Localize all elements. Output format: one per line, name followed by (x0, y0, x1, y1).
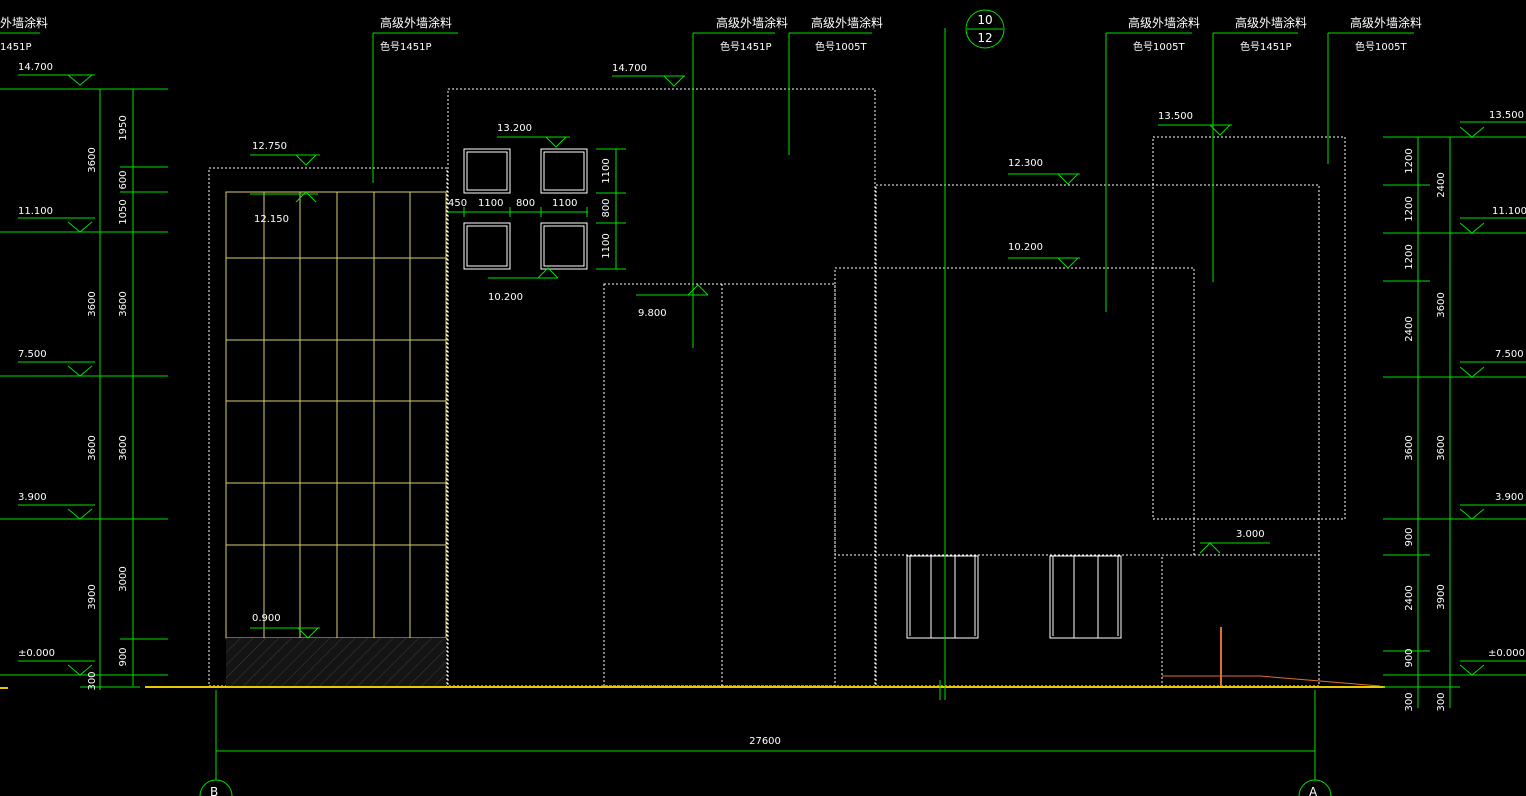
lower-windows (906, 555, 1122, 639)
svg-text:色号1451P: 色号1451P (720, 40, 771, 53)
svg-text:色号1451P: 色号1451P (380, 40, 431, 53)
svg-text:600: 600 (118, 170, 129, 189)
svg-text:±0.000: ±0.000 (18, 648, 55, 659)
note-1: 高级外墙涂料 色号1451P (372, 15, 458, 183)
central-block (447, 88, 876, 687)
note-3: 高级外墙涂料 色号1005T (788, 15, 883, 155)
axis-bubble-top: 10 (977, 13, 992, 27)
note-4: 高级外墙涂料 色号1005T (1105, 15, 1200, 312)
right-base (1161, 554, 1320, 687)
svg-text:高级外墙涂料: 高级外墙涂料 (1128, 15, 1200, 30)
svg-text:1451P: 1451P (0, 42, 31, 53)
svg-text:3000: 3000 (118, 566, 129, 591)
svg-text:B: B (210, 785, 218, 796)
svg-text:3.900: 3.900 (18, 492, 47, 503)
svg-text:800: 800 (516, 198, 535, 209)
svg-text:13.500: 13.500 (1158, 111, 1193, 122)
note-5: 高级外墙涂料 色号1451P (1212, 15, 1307, 282)
svg-text:3600: 3600 (118, 291, 129, 316)
svg-text:3900: 3900 (87, 584, 98, 609)
svg-text:色号1005T: 色号1005T (1133, 40, 1185, 53)
building-levels: 12.750 12.150 14.700 13.200 10.200 9.800… (250, 63, 1270, 639)
svg-text:1200: 1200 (1404, 148, 1415, 173)
svg-text:7.500: 7.500 (1495, 349, 1524, 360)
svg-text:10.200: 10.200 (1008, 242, 1043, 253)
svg-text:2400: 2400 (1404, 316, 1415, 341)
svg-text:2400: 2400 (1436, 172, 1447, 197)
svg-text:12.750: 12.750 (252, 141, 287, 152)
svg-text:3.000: 3.000 (1236, 529, 1265, 540)
svg-text:900: 900 (118, 647, 129, 666)
svg-text:300: 300 (87, 671, 98, 690)
front-hatched-wall (603, 283, 836, 687)
svg-text:1100: 1100 (552, 198, 577, 209)
svg-text:7.500: 7.500 (18, 349, 47, 360)
svg-text:1950: 1950 (118, 115, 129, 140)
svg-text:3900: 3900 (1436, 584, 1447, 609)
curtain-wall (225, 191, 447, 639)
svg-text:1100: 1100 (601, 233, 612, 258)
svg-text:13.500: 13.500 (1489, 110, 1524, 121)
svg-text:1100: 1100 (478, 198, 503, 209)
svg-text:3600: 3600 (1436, 292, 1447, 317)
svg-text:9.800: 9.800 (638, 308, 667, 319)
svg-text:3600: 3600 (1404, 435, 1415, 460)
left-dimensions: 14.700 11.100 7.500 3.900 ±0.000 3600 36… (0, 62, 168, 691)
svg-text:900: 900 (1404, 527, 1415, 546)
svg-text:13.200: 13.200 (497, 123, 532, 134)
svg-text:27600: 27600 (749, 736, 781, 747)
note-top-left: 外墙涂料 1451P (0, 15, 48, 53)
svg-text:高级外墙涂料: 高级外墙涂料 (1350, 15, 1422, 30)
square-windows (463, 148, 588, 270)
right-dimensions: 13.500 11.100 7.500 3.900 ±0.000 1200 12… (1383, 110, 1526, 712)
svg-text:±0.000: ±0.000 (1488, 648, 1525, 659)
axis-bubble-bottom: 12 (977, 31, 992, 45)
svg-text:3.900: 3.900 (1495, 492, 1524, 503)
svg-text:高级外墙涂料: 高级外墙涂料 (811, 15, 883, 30)
svg-text:3600: 3600 (87, 291, 98, 316)
svg-text:3600: 3600 (1436, 435, 1447, 460)
left-block (208, 167, 448, 687)
svg-text:3600: 3600 (87, 147, 98, 172)
svg-text:外墙涂料: 外墙涂料 (0, 15, 48, 30)
svg-text:300: 300 (1436, 692, 1447, 711)
svg-text:900: 900 (1404, 648, 1415, 667)
svg-text:14.700: 14.700 (612, 63, 647, 74)
svg-text:3600: 3600 (118, 435, 129, 460)
svg-text:色号1451P: 色号1451P (1240, 40, 1291, 53)
orange-ramp (1162, 675, 1381, 687)
svg-text:11.100: 11.100 (1492, 206, 1526, 217)
svg-text:14.700: 14.700 (18, 62, 53, 73)
svg-text:800: 800 (601, 198, 612, 217)
svg-text:高级外墙涂料: 高级外墙涂料 (716, 15, 788, 30)
svg-text:450: 450 (448, 198, 467, 209)
left-block-base (226, 638, 446, 686)
svg-text:1200: 1200 (1404, 196, 1415, 221)
svg-text:1200: 1200 (1404, 244, 1415, 269)
svg-text:高级外墙涂料: 高级外墙涂料 (380, 15, 452, 30)
svg-text:12.150: 12.150 (254, 214, 289, 225)
axis-bubble (965, 9, 1005, 49)
overall-dimension: 27600 B A (199, 690, 1332, 796)
svg-text:1100: 1100 (601, 158, 612, 183)
svg-text:色号1005T: 色号1005T (815, 40, 867, 53)
svg-text:2400: 2400 (1404, 585, 1415, 610)
right-rear-block (1152, 136, 1346, 520)
svg-text:1050: 1050 (118, 199, 129, 224)
svg-text:12.300: 12.300 (1008, 158, 1043, 169)
svg-text:10.200: 10.200 (488, 292, 523, 303)
svg-text:3600: 3600 (87, 435, 98, 460)
note-6: 高级外墙涂料 色号1005T (1327, 15, 1422, 164)
svg-text:色号1005T: 色号1005T (1355, 40, 1407, 53)
note-2: 高级外墙涂料 色号1451P (692, 15, 788, 348)
window-dims: 450 1100 800 1100 1100 800 1100 (448, 148, 626, 270)
svg-text:11.100: 11.100 (18, 206, 53, 217)
right-front-block (834, 267, 1195, 556)
svg-text:高级外墙涂料: 高级外墙涂料 (1235, 15, 1307, 30)
svg-text:0.900: 0.900 (252, 613, 281, 624)
svg-text:300: 300 (1404, 692, 1415, 711)
svg-text:A: A (1309, 785, 1318, 796)
